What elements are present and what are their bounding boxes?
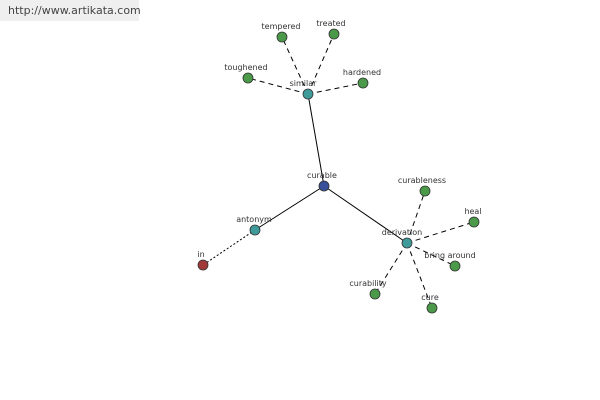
edge-similar-hardened	[307, 82, 364, 95]
edge-derivation-heal	[406, 221, 475, 244]
node-treated[interactable]: treated	[316, 19, 346, 40]
edge-curable-derivation	[323, 185, 408, 244]
node-label-in: in	[197, 250, 204, 259]
node-dot-treated[interactable]	[328, 28, 340, 40]
edge-derivation-curableness	[406, 190, 426, 244]
edge-similar-toughened	[247, 77, 309, 95]
node-bring-around[interactable]: bring around	[424, 251, 476, 272]
node-dot-cure[interactable]	[426, 302, 438, 314]
node-curableness[interactable]: curableness	[398, 176, 446, 197]
edge-similar-treated	[307, 33, 335, 95]
site-url-banner: http://www.artikata.com	[0, 0, 141, 21]
node-heal[interactable]: heal	[464, 207, 482, 228]
node-label-tempered: tempered	[262, 22, 301, 31]
node-dot-derivation[interactable]	[401, 237, 413, 249]
edge-curable-antonym	[254, 185, 325, 231]
edge-similar-tempered	[281, 36, 309, 95]
edge-curable-similar	[307, 93, 325, 187]
node-curable[interactable]: curable	[307, 171, 337, 192]
edge-derivation-curability	[374, 242, 408, 295]
node-toughened[interactable]: toughened	[224, 63, 268, 84]
node-label-heal: heal	[464, 207, 481, 216]
node-dot-in[interactable]	[197, 259, 209, 271]
node-dot-toughened[interactable]	[242, 72, 254, 84]
node-dot-bring-around[interactable]	[449, 260, 461, 272]
node-tempered[interactable]: tempered	[262, 22, 301, 43]
node-dot-antonym[interactable]	[249, 224, 261, 236]
node-derivation[interactable]: derivation	[382, 228, 422, 249]
node-label-treated: treated	[316, 19, 345, 28]
node-label-curable: curable	[307, 171, 337, 180]
site-url-text: http://www.artikata.com	[8, 4, 141, 17]
edge-antonym-in	[202, 229, 256, 266]
node-in[interactable]: in	[197, 250, 209, 271]
node-cure[interactable]: cure	[421, 293, 439, 314]
node-label-curableness: curableness	[398, 176, 446, 185]
edge-derivation-cure	[406, 242, 433, 309]
node-dot-tempered[interactable]	[276, 31, 288, 43]
edges-layer	[202, 33, 475, 309]
node-dot-hardened[interactable]	[357, 77, 369, 89]
node-curability[interactable]: curability	[349, 279, 387, 300]
node-antonym[interactable]: antonym	[236, 215, 272, 236]
node-dot-heal[interactable]	[468, 216, 480, 228]
node-label-hardened: hardened	[343, 68, 381, 77]
node-label-derivation: derivation	[382, 228, 422, 237]
node-label-bring-around: bring around	[424, 251, 475, 260]
node-label-curability: curability	[349, 279, 387, 288]
nodes-layer: curable similar antonym derivation tempered t…	[197, 19, 482, 314]
node-hardened[interactable]: hardened	[343, 68, 381, 89]
node-similar[interactable]: similar	[290, 79, 318, 100]
node-dot-similar[interactable]	[302, 88, 314, 100]
node-label-similar: similar	[290, 79, 318, 88]
node-label-toughened: toughened	[224, 63, 267, 72]
node-dot-curable[interactable]	[318, 180, 330, 192]
node-label-cure: cure	[421, 293, 439, 302]
node-label-antonym: antonym	[236, 215, 272, 224]
node-dot-curableness[interactable]	[419, 185, 431, 197]
node-dot-curability[interactable]	[369, 288, 381, 300]
